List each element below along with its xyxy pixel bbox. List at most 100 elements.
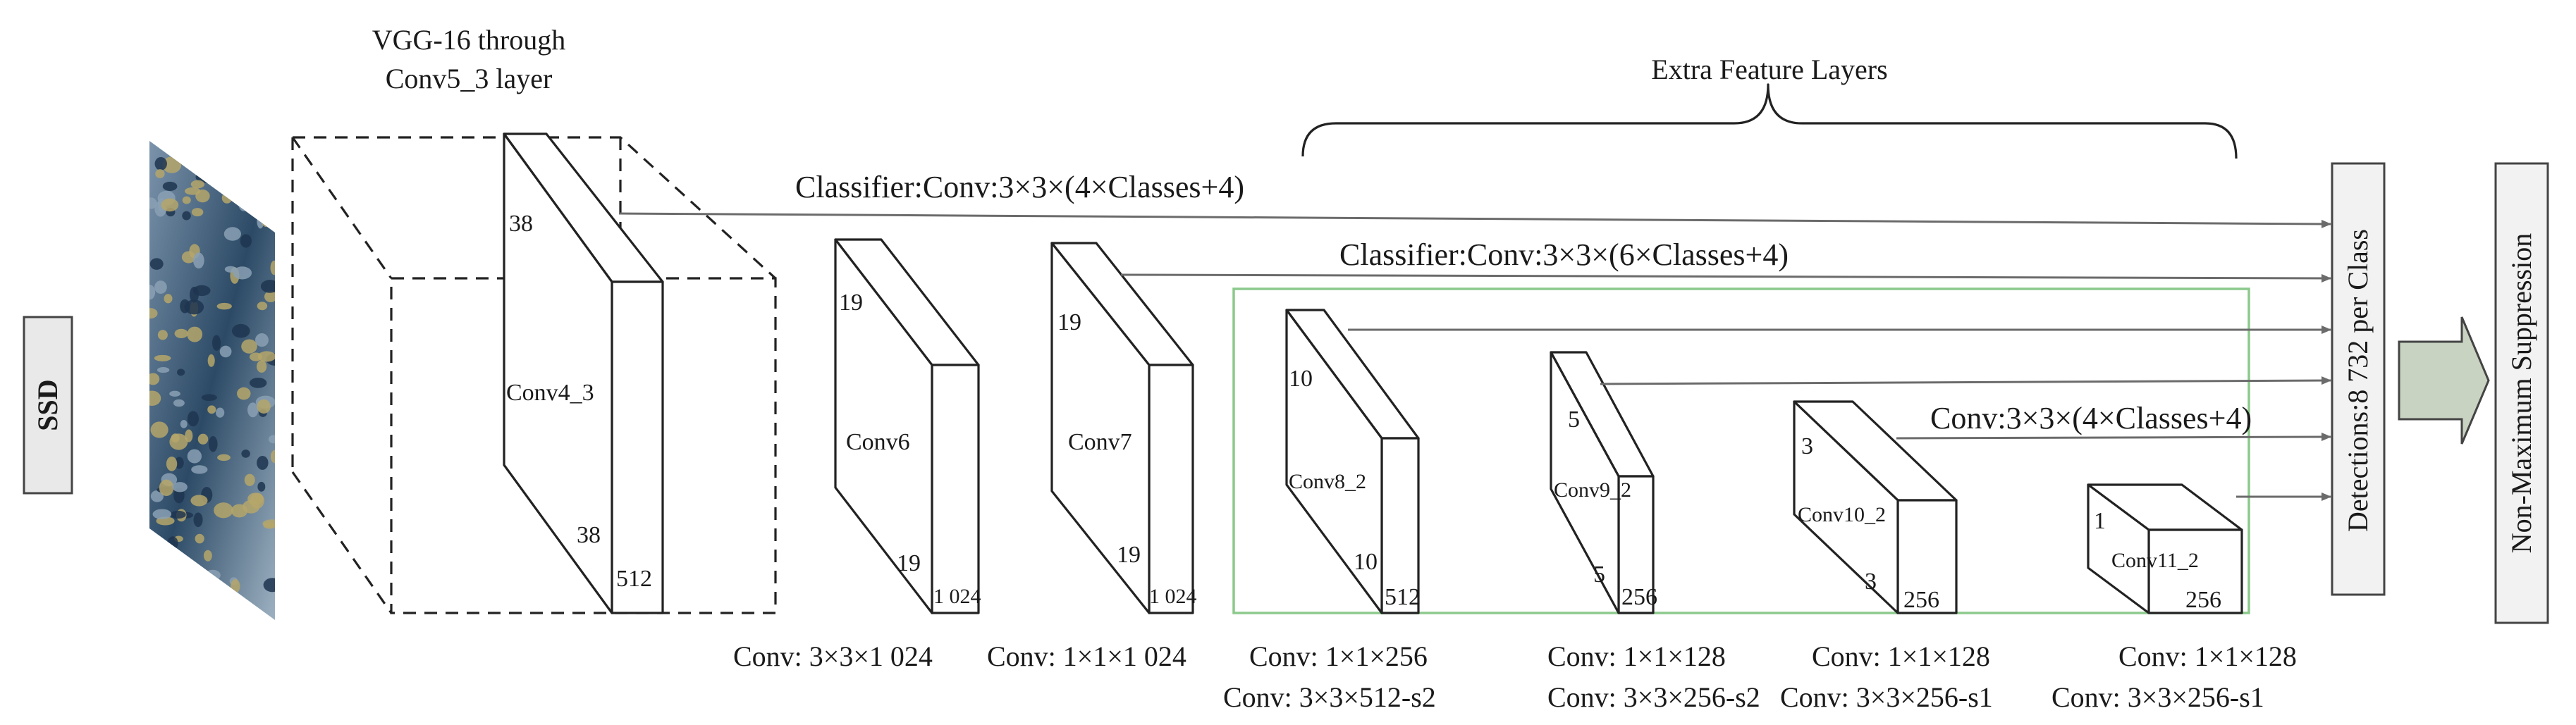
input-image-speckle xyxy=(179,141,192,148)
conv6-name: Conv6 xyxy=(846,429,910,455)
classifier-label-1: Classifier:Conv:3×3×(4×Classes+4) xyxy=(795,170,1244,204)
input-image-speckle xyxy=(184,299,204,315)
input-image-speckle xyxy=(197,433,209,445)
input-image-speckle xyxy=(164,599,172,614)
conv4-3-depth: 512 xyxy=(616,566,652,592)
input-image-speckle xyxy=(201,593,211,605)
conv11-2-depth: 256 xyxy=(2185,587,2221,613)
detections-box: Detections:8 732 per Class xyxy=(2331,162,2386,596)
conv6-depth: 1 024 xyxy=(933,585,981,608)
classifier-label-3: Conv:3×3×(4×Classes+4) xyxy=(1930,401,2252,435)
conv11-2-size-top: 1 xyxy=(2094,508,2106,534)
big-arrow xyxy=(2398,316,2490,445)
input-image-speckle xyxy=(268,435,275,444)
input-image-speckle xyxy=(237,387,251,400)
conv11-2-caption2: Conv: 3×3×256-s1 xyxy=(2051,681,2264,713)
input-image-speckle xyxy=(254,333,269,347)
conv6-size-top: 19 xyxy=(839,290,863,316)
input-image-speckle xyxy=(149,373,160,385)
input-image-speckle xyxy=(264,290,275,302)
input-image-speckle xyxy=(216,302,232,310)
conv9-2-size-top: 5 xyxy=(1568,407,1580,433)
conv7-name: Conv7 xyxy=(1068,429,1132,455)
conv9-2-caption2: Conv: 3×3×256-s2 xyxy=(1547,681,1760,713)
conv11-2-caption1: Conv: 1×1×128 xyxy=(2118,640,2297,672)
conv9-2-caption1: Conv: 1×1×128 xyxy=(1547,640,1726,672)
input-image-speckle xyxy=(233,266,252,280)
input-image-speckle xyxy=(204,172,223,185)
input-image-speckle xyxy=(221,192,233,204)
input-image-speckle xyxy=(149,285,156,300)
ssd-box: SSD xyxy=(23,316,73,495)
input-image-speckle xyxy=(244,473,255,486)
input-image-speckle xyxy=(238,197,250,211)
conv10-2-size-top: 3 xyxy=(1801,433,1813,459)
input-image-speckle xyxy=(185,429,193,442)
conv4-3-name: Conv4_3 xyxy=(506,380,594,406)
input-image-speckle xyxy=(272,143,275,152)
input-image-speckle xyxy=(241,339,257,354)
classifier-label-2: Classifier:Conv:3×3×(6×Classes+4) xyxy=(1339,237,1789,272)
input-image-speckle xyxy=(231,578,240,594)
extra-layers-box xyxy=(1232,287,2250,614)
input-image-speckle xyxy=(241,450,250,458)
input-image-speckle xyxy=(193,252,204,269)
conv6-caption: Conv: 3×3×1 024 xyxy=(733,640,933,672)
conv10-2-caption1: Conv: 1×1×128 xyxy=(1812,640,1990,672)
input-image-speckle xyxy=(152,509,172,519)
input-image-speckle xyxy=(204,569,221,581)
input-image-speckle xyxy=(149,308,158,319)
vgg-label-line2: Conv5_3 layer xyxy=(386,63,553,94)
input-image-speckle xyxy=(163,141,178,145)
conv10-2-name: Conv10_2 xyxy=(1798,503,1886,526)
classifier-arrows xyxy=(618,212,2331,501)
input-image-speckle xyxy=(167,536,178,550)
conv4-3-size-top: 38 xyxy=(509,211,533,237)
input-image-speckle xyxy=(270,450,275,464)
input-image-speckle xyxy=(263,180,275,187)
conv7-size-bottom: 19 xyxy=(1117,542,1141,568)
input-image-speckle xyxy=(182,196,191,204)
input-image-speckle xyxy=(232,597,247,607)
conv11-2-name: Conv11_2 xyxy=(2111,549,2199,572)
input-image-speckle xyxy=(170,510,186,519)
conv8-2-caption2: Conv: 3×3×512-s2 xyxy=(1223,681,1436,713)
input-image-speckle xyxy=(171,433,180,443)
input-image-speckle xyxy=(231,323,250,338)
input-image-speckle xyxy=(247,402,259,418)
input-image-speckle xyxy=(219,345,232,358)
input-image-speckle xyxy=(257,351,275,362)
input-image-speckle xyxy=(263,578,275,593)
conv8-2-caption1: Conv: 1×1×256 xyxy=(1249,640,1428,672)
vgg-label-line1: VGG-16 through xyxy=(372,24,565,56)
input-image-speckle xyxy=(187,449,202,464)
extra-feature-label: Extra Feature Layers xyxy=(1651,54,1887,85)
input-image-speckle xyxy=(240,234,252,248)
input-image-speckle xyxy=(216,407,225,418)
conv4-3-size-bottom: 38 xyxy=(577,522,601,548)
input-image-speckle xyxy=(181,251,196,264)
input-image-speckle xyxy=(190,495,208,507)
input-image-speckle xyxy=(193,512,203,528)
conv7-caption: Conv: 1×1×1 024 xyxy=(987,640,1186,672)
input-image-speckle xyxy=(217,454,231,461)
input-image-speckle xyxy=(269,141,275,150)
input-image-speckle xyxy=(154,280,167,294)
conv8-2-size-bottom: 10 xyxy=(1354,549,1378,575)
input-image-speckle xyxy=(164,294,173,304)
conv7-size-top: 19 xyxy=(1057,309,1081,335)
input-image-speckle xyxy=(169,390,180,397)
input-image-speckle xyxy=(166,456,178,471)
input-image-speckle xyxy=(155,169,165,178)
input-image-speckle xyxy=(180,592,195,600)
input-image-speckle xyxy=(208,435,218,452)
input-image-speckle xyxy=(162,156,182,173)
input-image-speckle xyxy=(150,421,168,438)
input-image-speckle xyxy=(150,490,164,502)
input-image-speckle xyxy=(203,550,212,562)
input-image-speckle xyxy=(207,405,216,414)
input-image-speckle xyxy=(223,227,241,241)
input-image-speckle xyxy=(257,213,264,229)
input-image-speckle xyxy=(187,411,199,427)
input-image-speckle xyxy=(262,215,271,228)
